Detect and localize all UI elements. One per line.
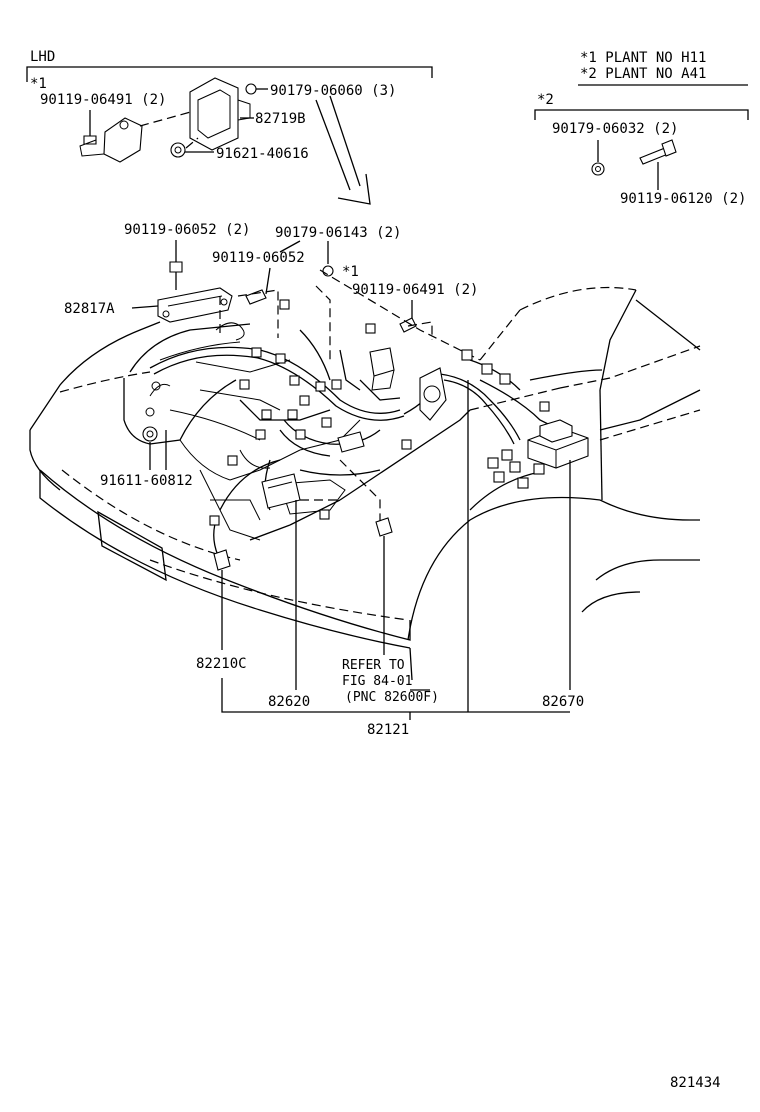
- lhd-bracket: [26, 66, 433, 82]
- label-82210C: 82210C: [196, 656, 247, 672]
- label-82620: 82620: [268, 694, 310, 710]
- lhd-bracket-assembly: [79, 77, 268, 163]
- section2-fasteners: [591, 139, 677, 190]
- note-plant-h11: *1 PLANT NO H11: [580, 50, 706, 66]
- label-90179-06060: 90179-06060 (3): [270, 83, 396, 99]
- car-body-outline: [29, 269, 701, 691]
- label-refer-pnc: (PNC 82600F): [345, 690, 439, 705]
- note-plant-a41: *2 PLANT NO A41: [580, 66, 706, 82]
- label-82719B: 82719B: [255, 111, 306, 127]
- label-90119-06491-lhd: 90119-06491 (2): [40, 92, 166, 108]
- label-star1-main: *1: [342, 264, 359, 280]
- label-90179-06143-2: 90179-06143 (2): [275, 225, 401, 241]
- callout-leaders: [149, 380, 571, 720]
- harness-connectors: [209, 299, 550, 526]
- top-fasteners: [169, 240, 417, 333]
- label-refer-fig: FIG 84-01: [342, 674, 412, 689]
- label-90119-06491-2-main: 90119-06491 (2): [352, 282, 478, 298]
- diagram-number: 821434: [670, 1075, 721, 1091]
- direction-arrow: [315, 95, 371, 205]
- label-91611-60812: 91611-60812: [100, 473, 193, 489]
- engine-block: [123, 322, 361, 541]
- label-82817A: 82817A: [64, 301, 115, 317]
- label-82670: 82670: [542, 694, 584, 710]
- label-90119-06052: 90119-06052: [212, 250, 305, 266]
- label-90119-06052-2: 90119-06052 (2): [124, 222, 250, 238]
- harness-components: [142, 347, 589, 571]
- label-90119-06120: 90119-06120 (2): [620, 191, 746, 207]
- lhd-star1: *1: [30, 76, 47, 92]
- label-82121: 82121: [367, 722, 409, 738]
- section2-star: *2: [537, 92, 554, 108]
- lhd-label: LHD: [30, 49, 55, 65]
- label-91621-40616: 91621-40616: [216, 146, 309, 162]
- label-90179-06032: 90179-06032 (2): [552, 121, 678, 137]
- bracket-82817A: [131, 287, 233, 323]
- label-refer-to: REFER TO: [342, 658, 405, 673]
- section2-bracket: [534, 109, 749, 120]
